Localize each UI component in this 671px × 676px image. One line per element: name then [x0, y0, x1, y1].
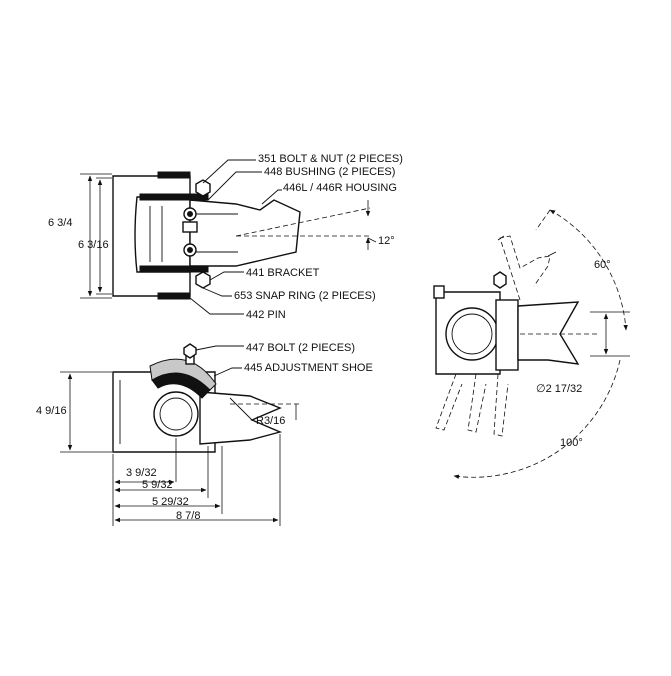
callout-bolt-447: 447 BOLT (2 PIECES) — [246, 342, 355, 354]
callout-pin: 442 PIN — [246, 309, 286, 321]
dim-swing-up: 60° — [594, 259, 611, 271]
callout-bolt-nut: 351 BOLT & NUT (2 PIECES) — [258, 153, 403, 165]
dim-overall-length: 8 7/8 — [176, 510, 200, 522]
dim-swing-down: 100° — [560, 437, 583, 449]
dim-3-9-32: 3 9/32 — [126, 467, 157, 479]
top-view — [80, 159, 377, 315]
callout-bushing: 448 BUSHING (2 PIECES) — [264, 166, 395, 178]
dim-5-9-32: 5 9/32 — [142, 479, 173, 491]
dim-inner-height: 6 3/16 — [78, 239, 109, 251]
dim-pin-diameter: ∅2 17/32 — [536, 383, 582, 395]
dim-5-29-32: 5 29/32 — [152, 496, 189, 508]
dim-side-height: 4 9/16 — [36, 405, 67, 417]
callout-housing: 446L / 446R HOUSING — [283, 182, 397, 194]
dim-overall-height: 6 3/4 — [48, 217, 72, 229]
callout-bracket: 441 BRACKET — [246, 267, 320, 279]
callout-adjustment-shoe: 445 ADJUSTMENT SHOE — [244, 362, 373, 374]
dim-radius: R3/16 — [256, 415, 285, 427]
end-view — [433, 209, 630, 479]
callout-snap-ring: 653 SNAP RING (2 PIECES) — [234, 290, 376, 302]
side-view — [60, 343, 300, 526]
dim-tilt-angle: 12° — [378, 235, 395, 247]
